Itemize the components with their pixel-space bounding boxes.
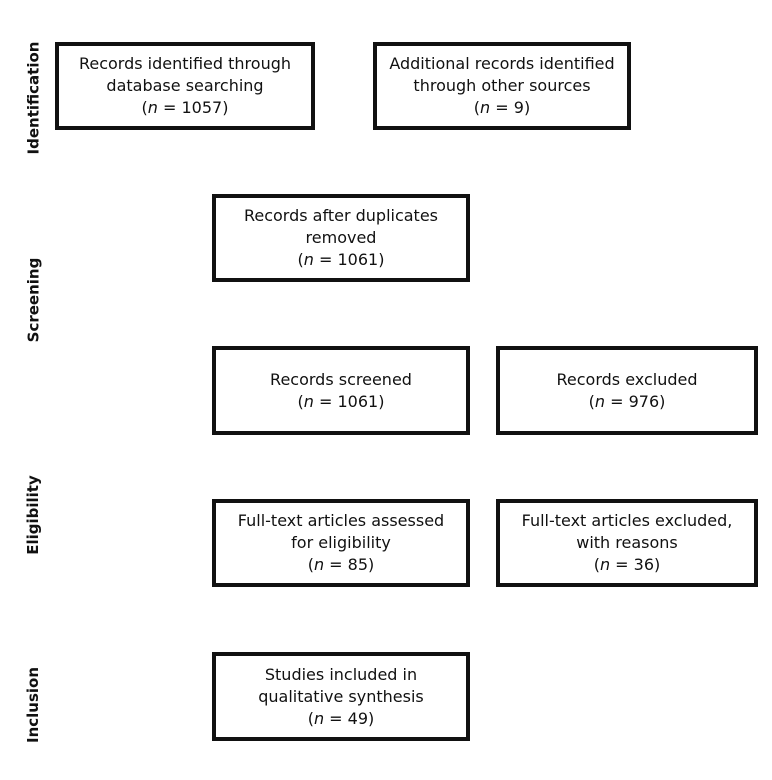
stage-label-inclusion: Inclusion — [24, 666, 42, 744]
box-records-excluded: Records excluded (n = 976) — [496, 346, 758, 435]
n-value: = 976 — [605, 391, 660, 411]
box-text-line: Records after duplicates — [243, 206, 439, 225]
box-count: (n = 976) — [588, 391, 666, 411]
box-text-line: removed — [305, 228, 377, 247]
box-text-line: Records screened — [270, 369, 412, 389]
stage-screening: Screening — [19, 250, 47, 350]
stage-label-eligibility: Eligibility — [24, 475, 42, 555]
stage-eligibility: Eligibility — [19, 460, 47, 570]
box-text-line: with reasons — [576, 533, 678, 552]
box-fulltext-assessed: Full-text articles assessed for eligibil… — [212, 499, 470, 587]
n-value: = 9 — [490, 98, 524, 117]
n-label: n — [594, 391, 605, 411]
n-label: n — [313, 555, 325, 574]
box-text-line: Studies included in — [264, 664, 418, 684]
n-label: n — [303, 250, 314, 269]
n-label: n — [599, 555, 611, 574]
box-text-line: Records excluded — [556, 369, 698, 389]
box-text-line: qualitative synthesis — [258, 686, 424, 706]
stage-label-screening: Screening — [24, 257, 42, 343]
box-count: (n = 85) — [307, 555, 375, 574]
box-duplicates-removed: Records after duplicates removed (n = 10… — [212, 194, 470, 282]
stage-label-identification: Identification — [24, 41, 43, 155]
box-records-screened: Records screened (n = 1061) — [212, 346, 470, 435]
box-count: (n = 1061) — [297, 391, 385, 411]
box-fulltext-excluded: Full-text articles excluded, with reason… — [496, 499, 758, 587]
box-database-records: Records identified through database sear… — [55, 42, 315, 130]
box-text-line: for eligibility — [291, 533, 391, 552]
box-count: (n = 1061) — [297, 250, 385, 269]
n-value: = 85 — [324, 555, 369, 574]
stage-inclusion: Inclusion — [19, 660, 47, 750]
n-label: n — [313, 708, 325, 728]
box-count: (n = 49) — [307, 708, 375, 728]
box-text-line: database searching — [106, 76, 264, 95]
n-value: = 36 — [610, 555, 655, 574]
n-value: = 1057 — [157, 98, 223, 117]
box-text-line: Full-text articles excluded, — [521, 511, 733, 530]
box-text-line: Full-text articles assessed — [237, 511, 445, 530]
box-count: (n = 9) — [473, 98, 531, 117]
box-count: (n = 1057) — [141, 98, 229, 117]
box-studies-included: Studies included in qualitative synthesi… — [212, 652, 470, 741]
n-value: = 49 — [324, 708, 369, 728]
n-label: n — [147, 98, 158, 117]
n-label: n — [303, 391, 314, 411]
n-value: = 1061 — [313, 391, 379, 411]
box-text-line: Records identified through — [78, 54, 292, 73]
n-value: = 1061 — [313, 250, 379, 269]
box-other-sources: Additional records identified through ot… — [373, 42, 631, 130]
stage-identification: Identification — [19, 40, 47, 156]
box-text-line: through other sources — [413, 76, 591, 95]
n-label: n — [480, 98, 491, 117]
box-text-line: Additional records identified — [389, 54, 615, 73]
box-count: (n = 36) — [593, 555, 661, 574]
